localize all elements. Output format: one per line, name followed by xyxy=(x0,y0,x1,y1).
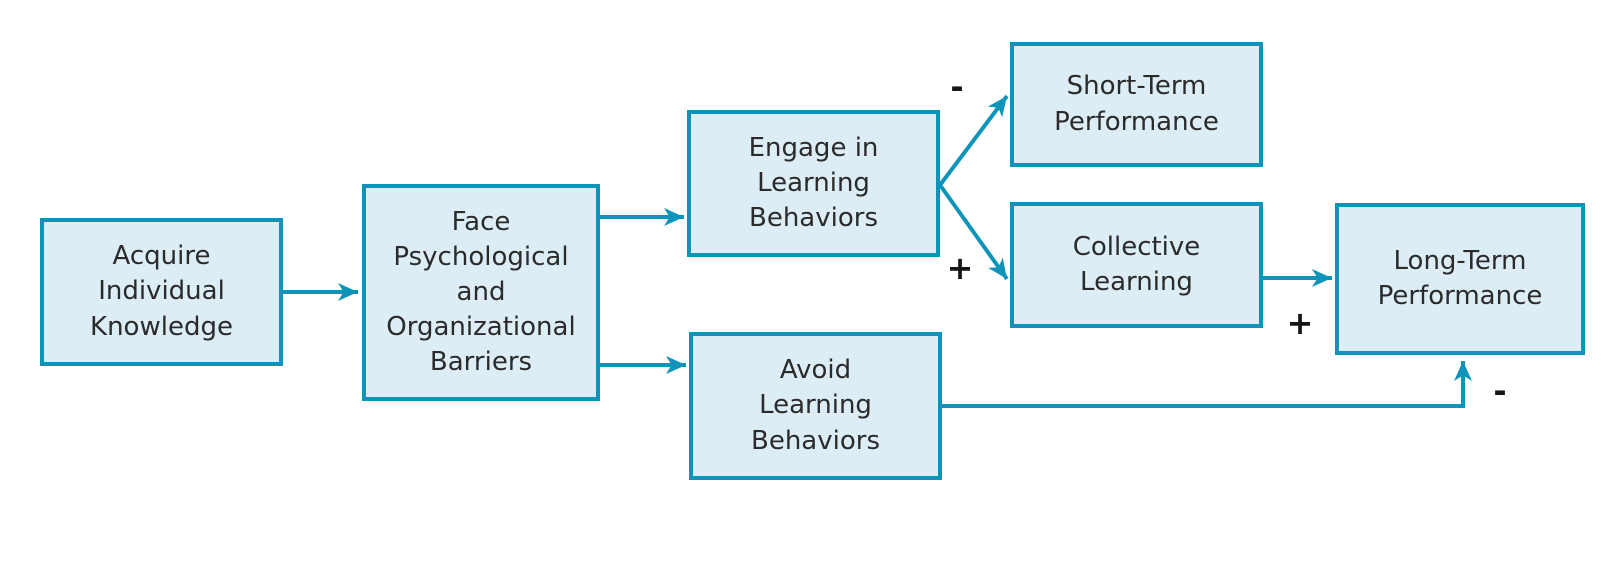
node-acquire-individual-knowledge: Acquire Individual Knowledge xyxy=(40,218,283,366)
edge-engage-to-collective xyxy=(938,183,1009,281)
node-label: Collective Learning xyxy=(1072,231,1201,297)
node-label: Long-Term Performance xyxy=(1377,245,1543,311)
sign-plus-engage-collective: + xyxy=(946,249,974,287)
sign-plus-collective-long-term: + xyxy=(1286,304,1314,342)
node-engage-learning-behaviors: Engage in Learning Behaviors xyxy=(687,110,940,257)
edge-avoid-to-long-term xyxy=(942,361,1472,408)
node-avoid-learning-behaviors: Avoid Learning Behaviors xyxy=(689,332,942,480)
sign-minus-avoid-long-term: - xyxy=(1493,372,1507,410)
node-label: Face Psychological and Organizational Ba… xyxy=(386,206,576,378)
node-short-term-performance: Short-Term Performance xyxy=(1010,42,1263,167)
node-label: Short-Term Performance xyxy=(1054,71,1219,137)
sign-minus-engage-short-term: - xyxy=(950,68,964,106)
node-face-barriers: Face Psychological and Organizational Ba… xyxy=(362,184,600,401)
edge-engage-to-short-term xyxy=(938,94,1009,187)
node-label: Engage in Learning Behaviors xyxy=(748,132,879,234)
node-label: Avoid Learning Behaviors xyxy=(751,355,880,456)
node-long-term-performance: Long-Term Performance xyxy=(1335,203,1585,355)
node-label: Acquire Individual Knowledge xyxy=(90,241,233,342)
node-collective-learning: Collective Learning xyxy=(1010,202,1263,328)
